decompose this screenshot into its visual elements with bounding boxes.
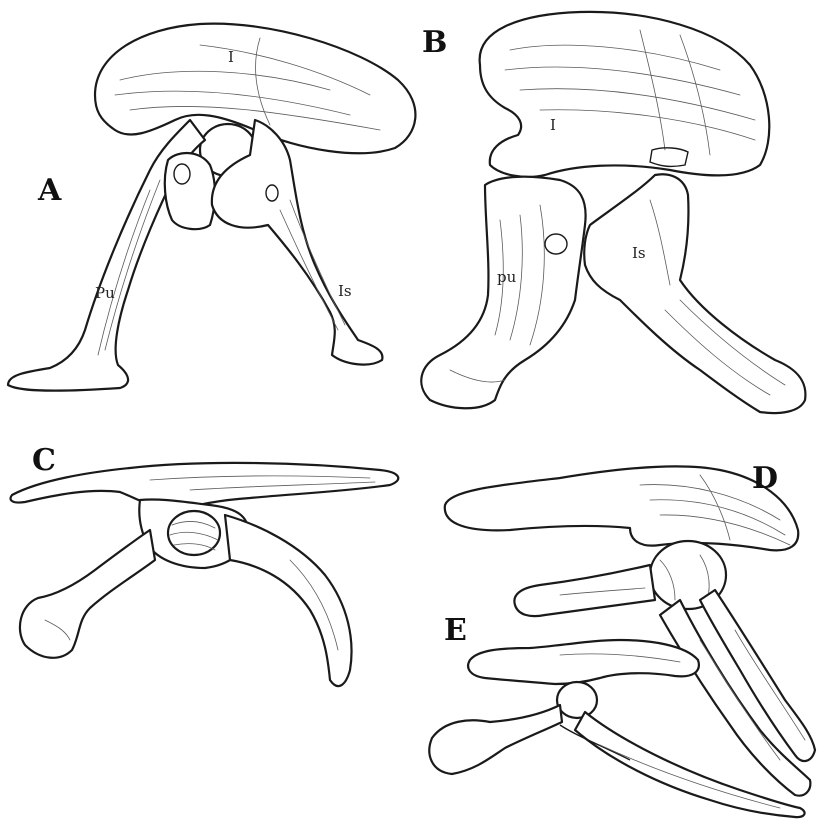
panel-e-pubis	[429, 705, 562, 774]
panel-e-ilium	[468, 640, 699, 684]
panel-a-label-ilium: I	[228, 48, 234, 66]
panel-a-label-pubis: Pu	[95, 284, 115, 302]
panel-b-label-pubis: pu	[497, 268, 517, 286]
panel-d-letter: D	[752, 461, 778, 496]
panel-b-pelvis: B I pu Is	[421, 12, 805, 413]
panel-d-pubis	[514, 565, 655, 616]
panel-c-letter: C	[32, 443, 56, 478]
panel-a-letter: A	[37, 173, 62, 208]
panel-b-letter: B	[422, 25, 447, 60]
panel-a-pubic-process	[165, 153, 215, 229]
panel-a-label-ischium: Is	[338, 282, 352, 300]
panel-c-ilium	[11, 463, 399, 510]
panel-b-label-ilium: I	[550, 116, 556, 134]
panel-c-pelvis: C	[11, 443, 399, 686]
panel-c-ischium	[225, 515, 352, 686]
panel-b-label-ischium: Is	[632, 244, 646, 262]
panel-b-ischium	[584, 174, 805, 413]
panel-b-pubis	[421, 177, 585, 409]
panel-e-acetabulum	[557, 682, 597, 718]
panel-e-letter: E	[444, 613, 467, 648]
panel-c-pubis	[20, 530, 155, 658]
panel-b-ilium	[480, 12, 770, 177]
panel-d-ilium	[445, 466, 798, 550]
panel-a-pelvis: A I Pu Is	[8, 24, 415, 391]
